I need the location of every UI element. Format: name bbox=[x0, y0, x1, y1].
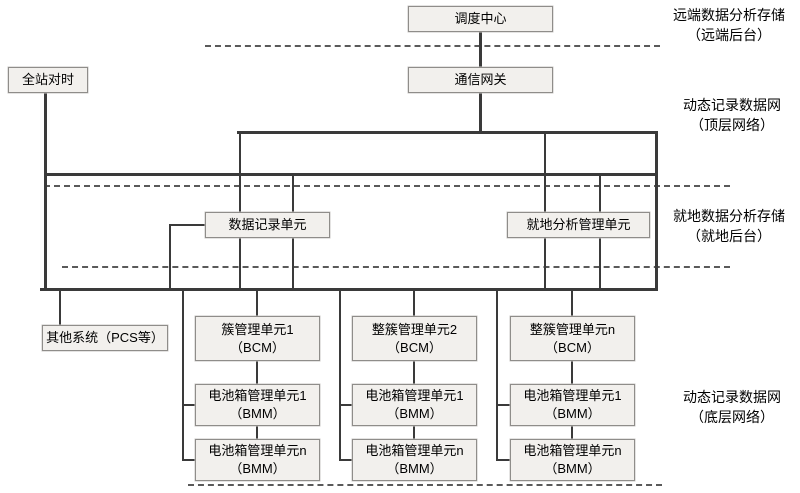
connector-bmm2-chain bbox=[413, 426, 415, 439]
layer-label-top-network-line1: 动态记录数据网 bbox=[683, 97, 781, 113]
layer-label-bottom-network: 动态记录数据网 （底层网络） bbox=[666, 387, 798, 427]
connector-dru-left-stub bbox=[170, 224, 205, 226]
connector-dru-top-left bbox=[239, 134, 241, 212]
node-bmm-last-col1-line2: （BMM） bbox=[229, 461, 286, 476]
bus-middle-network bbox=[44, 173, 658, 176]
node-dispatch-center-label: 调度中心 bbox=[454, 11, 507, 26]
rail-stub-column2-bmm-last bbox=[339, 459, 352, 461]
node-station-time-sync: 全站对时 bbox=[8, 67, 88, 93]
node-bmm-first-col1-line2: （BMM） bbox=[229, 406, 286, 421]
connector-bmm1-chain bbox=[256, 426, 258, 439]
rail-column1 bbox=[182, 291, 184, 461]
node-dispatch-center: 调度中心 bbox=[408, 6, 553, 32]
dashed-separator-remote bbox=[205, 45, 660, 47]
node-bmm-last-col1-line1: 电池箱管理单元n bbox=[208, 443, 307, 458]
connector-lamu-top-left bbox=[544, 134, 546, 212]
layer-label-local-storage: 就地数据分析存储 （就地后台） bbox=[660, 206, 798, 246]
node-data-record-unit: 数据记录单元 bbox=[205, 212, 330, 238]
rail-stub-column3-bmm-last bbox=[496, 459, 510, 461]
node-bmm-first-col1: 电池箱管理单元1 （BMM） bbox=[195, 384, 320, 426]
node-bcm-n: 整簇管理单元n （BCM） bbox=[510, 316, 635, 361]
node-bcm-2: 整簇管理单元2 （BCM） bbox=[352, 316, 477, 361]
connector-dru-bottom-right bbox=[292, 238, 294, 288]
node-bmm-last-col3: 电池箱管理单元n （BMM） bbox=[510, 439, 635, 481]
dashed-separator-bottom bbox=[188, 484, 662, 486]
node-local-analysis-unit: 就地分析管理单元 bbox=[507, 212, 650, 238]
connector-bmmn-chain bbox=[571, 426, 573, 439]
node-bmm-first-col3-line2: （BMM） bbox=[544, 406, 601, 421]
layer-label-remote-storage-line1: 远端数据分析存储 bbox=[673, 7, 785, 23]
node-bmm-last-col3-line1: 电池箱管理单元n bbox=[523, 443, 622, 458]
connector-dru-bottom-left bbox=[239, 238, 241, 288]
connector-bus-to-bcm1 bbox=[256, 291, 258, 316]
connector-bcmn-to-bmm bbox=[571, 361, 573, 384]
connector-gateway-to-bus bbox=[479, 93, 482, 131]
layer-label-bottom-network-line2: （底层网络） bbox=[690, 409, 774, 425]
connector-bus-to-bcmn bbox=[571, 291, 573, 316]
node-data-record-unit-label: 数据记录单元 bbox=[228, 217, 307, 232]
connector-bus-to-bcm2 bbox=[413, 291, 415, 316]
connector-dispatch-to-gateway bbox=[479, 31, 482, 67]
connector-bcm2-to-bmm bbox=[413, 361, 415, 384]
node-bmm-first-col3: 电池箱管理单元1 （BMM） bbox=[510, 384, 635, 426]
node-bmm-first-col2-line2: （BMM） bbox=[386, 406, 443, 421]
rail-stub-column2-bmm-first bbox=[339, 404, 352, 406]
layer-label-top-network: 动态记录数据网 （顶层网络） bbox=[666, 95, 798, 135]
node-bmm-first-col1-line1: 电池箱管理单元1 bbox=[208, 388, 307, 403]
node-bcm-1: 簇管理单元1 （BCM） bbox=[195, 316, 320, 361]
connector-lamu-bottom-right bbox=[599, 238, 601, 288]
node-station-time-sync-label: 全站对时 bbox=[21, 72, 74, 87]
rail-stub-column3-bmm-first bbox=[496, 404, 510, 406]
connector-dru-left-drop bbox=[169, 224, 171, 288]
rail-stub-column1-bmm-last bbox=[182, 459, 195, 461]
connector-bus-right-edge bbox=[655, 131, 658, 291]
rail-column3 bbox=[496, 291, 498, 461]
node-bcm-n-line2: （BCM） bbox=[545, 339, 600, 355]
node-local-analysis-unit-label: 就地分析管理单元 bbox=[526, 217, 631, 232]
connector-station-time-to-bus bbox=[44, 93, 47, 288]
node-bmm-last-col2-line2: （BMM） bbox=[386, 461, 443, 476]
node-bmm-first-col3-line1: 电池箱管理单元1 bbox=[523, 388, 622, 403]
node-comm-gateway: 通信网关 bbox=[408, 67, 553, 93]
node-bmm-last-col1: 电池箱管理单元n （BMM） bbox=[195, 439, 320, 481]
node-bcm-1-line1: 簇管理单元1 bbox=[221, 321, 294, 337]
layer-label-bottom-network-line1: 动态记录数据网 bbox=[683, 389, 781, 405]
dashed-separator-top-network bbox=[44, 185, 730, 187]
bus-top-network bbox=[237, 131, 658, 134]
layer-label-top-network-line2: （顶层网络） bbox=[690, 117, 774, 133]
node-bcm-1-line2: （BCM） bbox=[230, 339, 285, 355]
node-bmm-first-col2-line1: 电池箱管理单元1 bbox=[365, 388, 464, 403]
connector-lamu-top-right bbox=[599, 176, 601, 212]
node-bmm-last-col2: 电池箱管理单元n （BMM） bbox=[352, 439, 477, 481]
node-other-systems: 其他系统（PCS等） bbox=[42, 325, 168, 351]
layer-label-remote-storage: 远端数据分析存储 （远端后台） bbox=[660, 5, 798, 45]
connector-other-systems bbox=[59, 291, 61, 325]
connector-bcm1-to-bmm bbox=[256, 361, 258, 384]
node-bmm-last-col3-line2: （BMM） bbox=[544, 461, 601, 476]
layer-label-local-storage-line2: （就地后台） bbox=[687, 228, 771, 244]
layer-label-remote-storage-line2: （远端后台） bbox=[687, 27, 771, 43]
node-bmm-first-col2: 电池箱管理单元1 （BMM） bbox=[352, 384, 477, 426]
bus-bottom-network bbox=[40, 288, 658, 291]
node-bcm-2-line1: 整簇管理单元2 bbox=[371, 321, 458, 337]
layer-label-local-storage-line1: 就地数据分析存储 bbox=[673, 208, 785, 224]
node-comm-gateway-label: 通信网关 bbox=[454, 72, 507, 87]
rail-column2 bbox=[339, 291, 341, 461]
connector-dru-top-right bbox=[292, 176, 294, 212]
connector-lamu-bottom-left bbox=[544, 238, 546, 288]
node-bmm-last-col2-line1: 电池箱管理单元n bbox=[365, 443, 464, 458]
node-bcm-2-line2: （BCM） bbox=[387, 339, 442, 355]
dashed-separator-local bbox=[62, 266, 730, 268]
node-other-systems-label: 其他系统（PCS等） bbox=[46, 330, 164, 345]
node-bcm-n-line1: 整簇管理单元n bbox=[529, 321, 616, 337]
rail-stub-column1-bmm-first bbox=[182, 404, 195, 406]
